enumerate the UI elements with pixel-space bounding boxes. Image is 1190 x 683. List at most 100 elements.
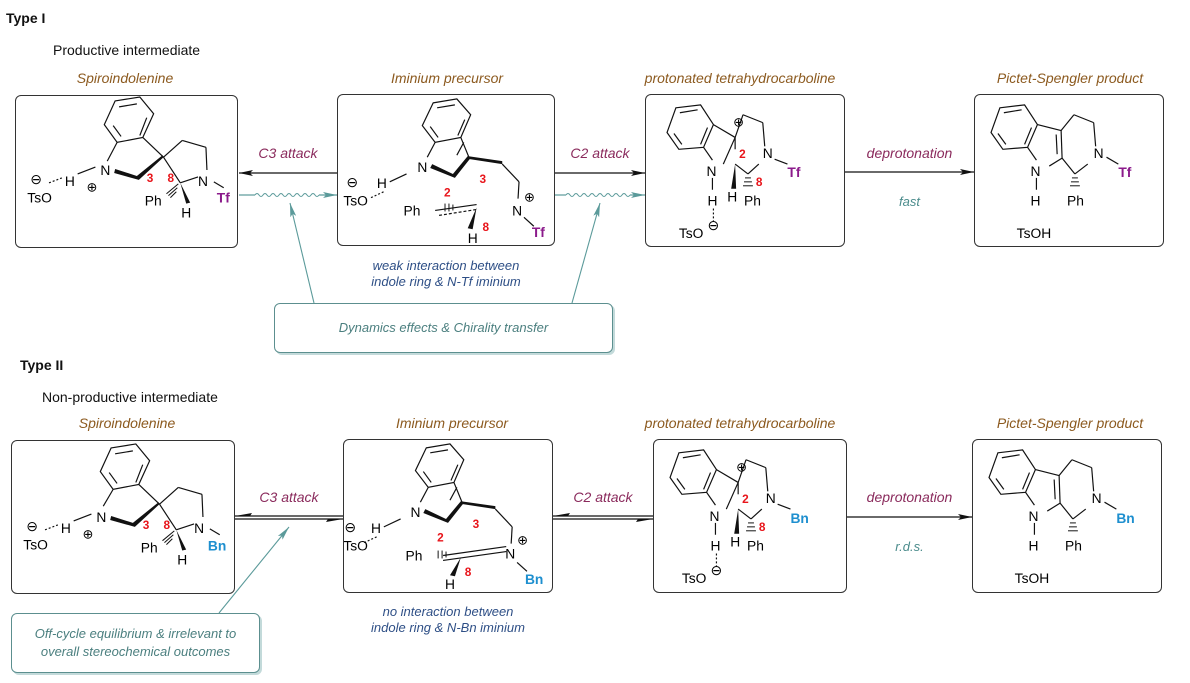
svg-text:TsO: TsO	[679, 225, 704, 241]
type-1-dynamic-arrow-1	[239, 192, 337, 198]
plus-charge-icon: ⊕	[87, 180, 98, 195]
svg-text:N: N	[710, 508, 720, 524]
type-1-iminium-box: N N H TsO ⊖ ⊕ Ph H 2 3 8 Tf	[337, 94, 555, 246]
svg-text:TsO: TsO	[344, 538, 368, 554]
svg-text:N: N	[1092, 490, 1102, 506]
type-1-title: Type I	[6, 10, 46, 26]
svg-text:H: H	[371, 520, 381, 536]
svg-text:TsO: TsO	[27, 190, 52, 206]
svg-text:H: H	[65, 173, 75, 189]
type-2-c3-equilibrium-arrow	[235, 513, 343, 522]
svg-text:⊖: ⊖	[707, 217, 719, 233]
pictet-spengler-product-structure: N N H Ph TsOH Tf	[990, 104, 1132, 241]
iminium-precursor-structure: N N H TsO ⊖ ⊕ Ph H 2 3 8 Bn	[344, 443, 543, 592]
svg-text:Ph: Ph	[1065, 538, 1082, 554]
svg-text:H: H	[468, 230, 478, 245]
type-2-c3-attack-label: C3 attack	[259, 489, 319, 505]
svg-text:Bn: Bn	[208, 538, 226, 554]
atom-n: N	[100, 162, 110, 178]
svg-text:N: N	[763, 145, 773, 161]
svg-text:2: 2	[444, 186, 451, 200]
svg-text:Tf: Tf	[1118, 164, 1131, 180]
svg-text:8: 8	[167, 171, 174, 185]
svg-text:⊖: ⊖	[26, 518, 38, 534]
svg-text:8: 8	[465, 565, 472, 579]
svg-text:8: 8	[163, 518, 170, 532]
svg-text:N: N	[512, 202, 522, 218]
type-2-stage-label-product: Pictet-Spengler product	[996, 415, 1144, 431]
type-1-deprotonation-label: deprotonation	[866, 145, 953, 161]
svg-text:⊕: ⊕	[83, 527, 94, 542]
svg-text:N: N	[410, 504, 420, 520]
type-2-subtitle: Non-productive intermediate	[42, 389, 218, 405]
type-1-dynamic-arrow-2	[555, 192, 645, 198]
type-1-stage-label-tetrahydrocarboline: protonated tetrahydrocarboline	[644, 70, 836, 86]
svg-text:Ph: Ph	[141, 540, 158, 556]
type-1-stage-label-product: Pictet-Spengler product	[996, 70, 1144, 86]
svg-text:Ph: Ph	[406, 547, 423, 563]
svg-text:⊕: ⊕	[524, 190, 535, 205]
type-2-c2-equilibrium-arrow	[553, 513, 653, 522]
svg-text:Ph: Ph	[744, 193, 761, 209]
svg-text:H: H	[727, 189, 737, 205]
type-1-product-box: N N H Ph TsOH Tf	[974, 94, 1164, 247]
svg-text:Tf: Tf	[532, 224, 545, 240]
type-1-stage-label-iminium: Iminium precursor	[390, 70, 504, 86]
type-1-stage-label-spiroindolenine: Spiroindolenine	[76, 70, 174, 86]
svg-text:H: H	[1029, 538, 1039, 554]
svg-text:3: 3	[143, 518, 150, 532]
type-2-stage-label-spiroindolenine: Spiroindolenine	[78, 415, 176, 431]
svg-text:3: 3	[147, 171, 154, 185]
type-1-callout-pointer-left	[289, 202, 315, 304]
type-2-c2-attack-label: C2 attack	[573, 489, 633, 505]
svg-text:Ph: Ph	[404, 202, 421, 218]
type-1-callout: Dynamics effects & Chirality transfer	[274, 303, 613, 353]
type-2-iminium-box: N N H TsO ⊖ ⊕ Ph H 2 3 8 Bn	[343, 439, 553, 593]
type-2-title: Type II	[20, 357, 64, 373]
svg-text:Ph: Ph	[747, 538, 764, 554]
tetrahydrocarboline-structure: N N H H Ph TsO ⊖ ⊕ 2 8 Bn	[669, 449, 809, 586]
pictet-spengler-product-structure: N N H Ph TsOH Bn	[988, 449, 1135, 586]
type-2-rate-label: r.d.s.	[895, 539, 924, 554]
svg-text:H: H	[711, 538, 721, 554]
svg-text:N: N	[417, 159, 427, 175]
svg-text:TsO: TsO	[23, 537, 48, 553]
type-2-stage-label-tetrahydrocarboline: protonated tetrahydrocarboline	[644, 415, 836, 431]
type-2-callout: Off-cycle equilibrium & irrelevant to ov…	[11, 613, 260, 673]
type-2-tetrahydrocarboline-box: N N H H Ph TsO ⊖ ⊕ 2 8 Bn	[653, 439, 847, 593]
svg-text:TsO: TsO	[343, 193, 368, 209]
minus-charge-icon: ⊖	[30, 171, 42, 187]
svg-text:⊕: ⊕	[733, 115, 744, 130]
svg-text:Ph: Ph	[145, 193, 162, 209]
svg-text:N: N	[96, 509, 106, 525]
svg-text:Bn: Bn	[1116, 510, 1134, 526]
svg-text:N: N	[1094, 145, 1104, 161]
svg-text:N: N	[1029, 508, 1039, 524]
svg-text:8: 8	[759, 520, 766, 534]
svg-text:⊖: ⊖	[711, 562, 723, 578]
svg-text:⊖: ⊖	[346, 174, 358, 190]
svg-text:H: H	[707, 193, 717, 209]
svg-text:H: H	[177, 551, 187, 567]
spiroindolenine-structure: N N H TsO ⊖ ⊕ Ph H 3 8 Tf	[27, 96, 230, 220]
spiroindolenine-structure: N N H TsO ⊖ ⊕ Ph H 3 8 Bn	[23, 443, 226, 567]
type-1-subtitle: Productive intermediate	[53, 42, 201, 58]
svg-text:TsO: TsO	[682, 570, 707, 586]
svg-text:TsOH: TsOH	[1015, 570, 1050, 586]
svg-text:3: 3	[480, 172, 487, 186]
type-1-tetrahydrocarboline-box: N N H H Ph TsO ⊖ ⊕ 2 8 Tf	[645, 94, 845, 247]
svg-text:N: N	[505, 545, 515, 561]
svg-text:2: 2	[742, 492, 749, 506]
type-2-stage-label-iminium: Iminium precursor	[395, 415, 509, 431]
svg-text:2: 2	[739, 147, 746, 161]
type-2-deprotonation-label: deprotonation	[866, 489, 953, 505]
svg-text:N: N	[1031, 163, 1041, 179]
type-2-product-box: N N H Ph TsOH Bn	[972, 439, 1162, 593]
svg-text:H: H	[61, 520, 71, 536]
svg-text:2: 2	[437, 531, 444, 545]
svg-text:⊕: ⊕	[736, 460, 747, 475]
svg-text:Bn: Bn	[525, 571, 543, 587]
type-2-note: no interaction between indole ring & N-B…	[371, 604, 525, 635]
type-1-callout-pointer-right	[571, 202, 601, 304]
type-1-c3-attack-label: C3 attack	[258, 145, 318, 161]
